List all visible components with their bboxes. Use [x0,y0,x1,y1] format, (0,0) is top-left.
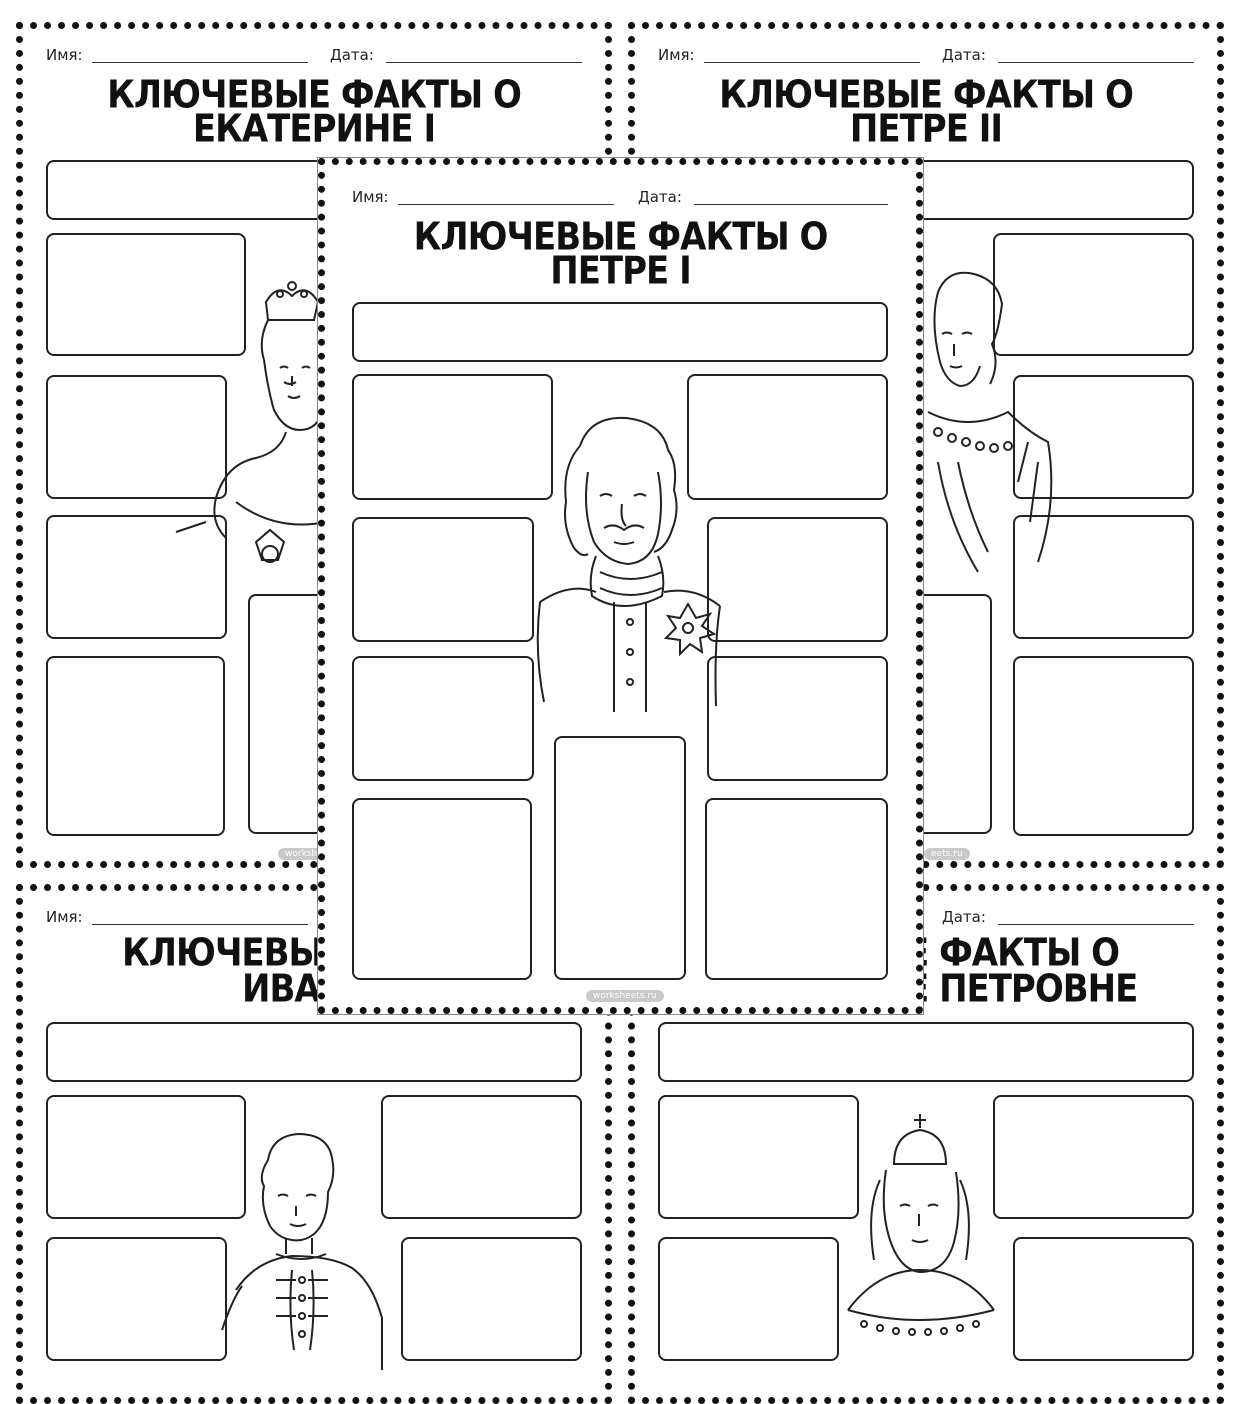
catherine-portrait-illustration [175,281,329,563]
fact-box [46,233,246,356]
worksheet-title-line1: КЛЮЧЕВЫЕ ФАКТЫ О [107,72,522,118]
date-label: Дата: [330,46,374,64]
worksheet-title-line2: ПЕТРЕ II [849,106,1003,152]
fact-box [381,1095,582,1219]
fact-box [46,515,227,639]
fact-box [554,736,686,980]
fact-box [993,233,1194,356]
name-label: Имя: [352,188,389,206]
worksheet-peter-i: Имя: Дата: КЛЮЧЕВЫЕ ФАКТЫ О ПЕТРЕ I work… [318,158,923,1014]
worksheet-title-line1: КЛЮЧЕВЫЕ [122,930,346,976]
fact-box [352,517,534,642]
fact-box [658,1237,839,1361]
fact-box [1013,1237,1194,1361]
fact-box [707,656,888,781]
worksheet-title-line2: ЕКАТЕРИНЕ I [192,106,436,152]
name-label: Имя: [46,46,83,64]
peter-i-portrait-illustration [536,416,721,712]
fact-box [352,798,532,980]
worksheet-elizabeth: Дата: Е ФАКТЫ О Е ПЕТРОВНЕ [628,884,1224,1404]
fact-box [993,1095,1194,1219]
peter-ii-portrait-illustration [927,271,1053,573]
date-label: Дата: [942,908,986,926]
fact-box [352,656,534,781]
fact-box [46,656,225,836]
date-line [998,924,1194,925]
dotted-border [318,158,923,1014]
fact-box [401,1237,582,1361]
fact-box [46,375,227,499]
worksheet-title-line1: КЛЮЧЕВЫЕ ФАКТЫ О [719,72,1134,118]
date-label: Дата: [942,46,986,64]
fact-box [46,1095,246,1219]
fact-box-wide [352,302,888,362]
date-line [694,204,888,205]
fact-box [352,374,553,500]
name-line [704,62,920,63]
fact-box [1013,375,1194,499]
name-line [92,62,308,63]
fact-box-wide [658,1022,1194,1082]
name-label: Имя: [658,46,695,64]
name-line [92,924,308,925]
name-line [398,204,614,205]
fact-box [46,1237,227,1361]
fact-box [658,1095,859,1219]
watermark: worksheets.ru [586,990,664,1002]
fact-box [687,374,888,500]
worksheet-title-line1: КЛЮЧЕВЫЕ ФАКТЫ О [413,214,829,260]
fact-box [705,798,888,980]
worksheet-title-line2: Е ПЕТРОВНЕ [906,966,1138,1012]
worksheet-title-line2: ПЕТРЕ I [550,248,692,294]
elizabeth-portrait-illustration [847,1114,995,1336]
fact-box [1013,656,1194,836]
fact-box [707,517,888,642]
fact-box-wide [46,1022,582,1082]
date-label: Дата: [638,188,682,206]
worksheet-title-line2: ИВА [242,966,321,1012]
name-label: Имя: [46,908,83,926]
ivan-portrait-illustration [221,1132,383,1370]
watermark: eets.ru [924,848,970,860]
worksheet-title-line1: Е ФАКТЫ О [906,930,1120,976]
watermark: workshe [278,848,330,860]
fact-box [1013,515,1194,639]
date-line [998,62,1194,63]
date-line [386,62,582,63]
